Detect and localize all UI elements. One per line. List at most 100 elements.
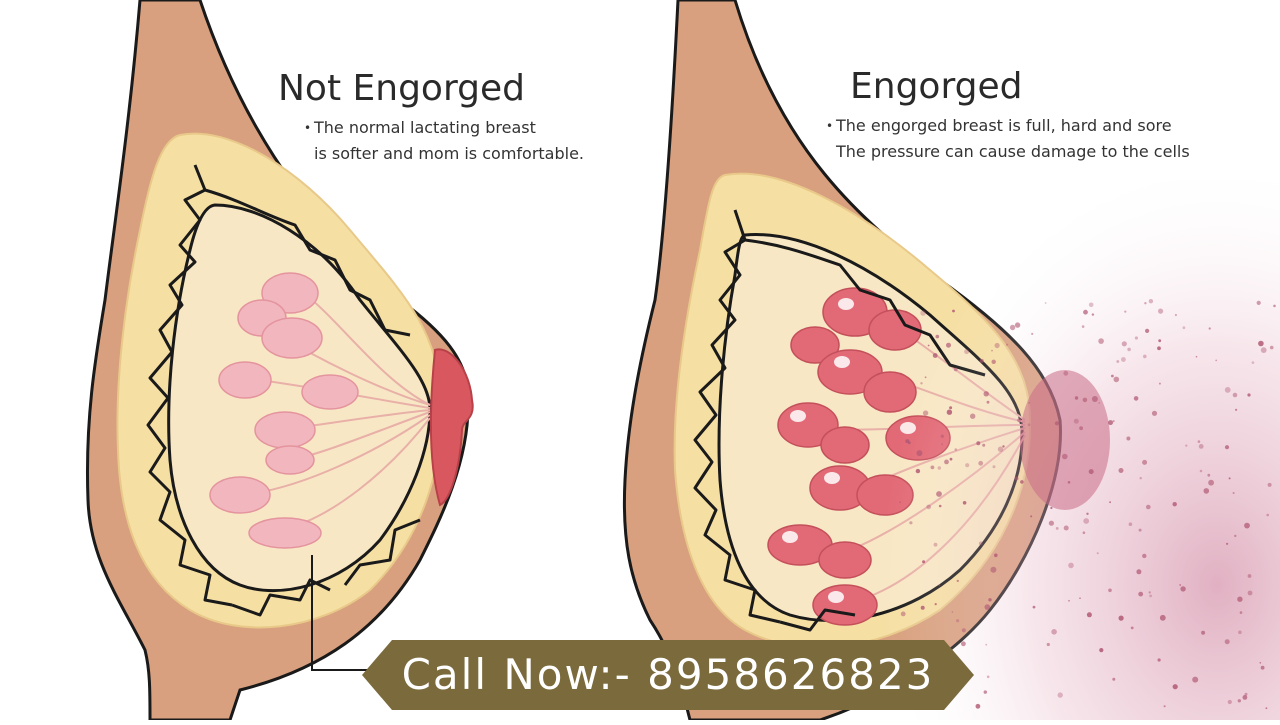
spray-particle — [1203, 488, 1210, 494]
spray-particle — [1157, 658, 1161, 662]
spray-particle — [1247, 590, 1253, 596]
spray-particle — [1146, 504, 1151, 510]
spray-particle — [1124, 310, 1127, 313]
spray-particle — [1260, 347, 1267, 353]
spray-particle — [1006, 343, 1009, 346]
spray-particle — [1239, 611, 1243, 614]
spray-particle — [1144, 302, 1147, 305]
spray-particle — [1244, 522, 1250, 529]
spray-particle — [1237, 699, 1242, 703]
description-line: The normal lactating breast — [314, 118, 536, 137]
spray-particle — [1098, 338, 1104, 344]
spray-particle — [1149, 594, 1152, 598]
spray-particle — [1197, 440, 1201, 443]
spray-particle — [1158, 382, 1161, 385]
spray-particle — [1067, 481, 1071, 484]
spray-particle — [982, 443, 986, 447]
spray-particle — [985, 643, 988, 646]
spray-particle — [1031, 332, 1034, 335]
spray-particle — [1130, 626, 1134, 630]
spray-particle — [1121, 341, 1127, 347]
spray-particle — [1251, 361, 1255, 364]
spray-particle — [1099, 648, 1104, 653]
spray-particle — [983, 391, 989, 397]
spray-particle — [956, 579, 959, 583]
spray-particle — [1208, 327, 1211, 330]
spray-particle — [927, 344, 930, 347]
spray-particle — [1224, 387, 1231, 393]
spray-particle — [1256, 300, 1261, 305]
left-lobules — [209, 272, 359, 549]
spray-particle — [899, 501, 901, 504]
spray-particle — [1109, 501, 1111, 504]
spray-particle — [932, 353, 938, 358]
spray-particles — [899, 299, 1276, 710]
spray-particle — [1265, 707, 1268, 710]
spray-particle — [1118, 468, 1124, 473]
spray-particle — [1138, 591, 1144, 597]
spray-particle — [964, 349, 970, 355]
spray-particle — [1139, 477, 1142, 480]
spray-particle — [936, 491, 942, 497]
spray-particle — [1046, 642, 1050, 647]
spray-particle — [1112, 420, 1115, 423]
spray-particle — [1207, 473, 1211, 477]
spray-particle — [1014, 476, 1019, 481]
spray-particle — [1128, 522, 1133, 526]
spray-particle — [1259, 662, 1262, 664]
spray-particle — [1185, 444, 1188, 447]
not-engorged-description: • The normal lactating breast is softer … — [304, 115, 584, 167]
spray-particle — [1142, 553, 1147, 559]
spray-particle — [1098, 402, 1101, 404]
spray-particle — [1121, 357, 1126, 362]
spray-particle — [1014, 322, 1021, 328]
spray-particle — [1157, 346, 1161, 351]
spray-particle — [1198, 444, 1204, 449]
spray-particle — [941, 443, 943, 446]
spray-particle — [978, 460, 984, 466]
spray-particle — [905, 439, 910, 444]
spray-particle — [951, 611, 954, 613]
spray-particle — [900, 611, 906, 617]
call-now-label[interactable]: Call Now:- 8958626823 — [401, 650, 935, 699]
spray-particle — [940, 434, 944, 438]
spray-particle — [1082, 397, 1088, 403]
spray-particle — [978, 541, 983, 546]
spray-particle — [1048, 520, 1054, 526]
spray-particle — [1086, 612, 1092, 618]
spray-particle — [1133, 396, 1139, 401]
spray-particle — [937, 466, 941, 470]
spray-particle — [938, 584, 941, 587]
spray-particle — [1238, 630, 1242, 635]
spray-particle — [1088, 302, 1094, 308]
spray-particle — [1062, 453, 1068, 460]
spray-particle — [920, 605, 925, 610]
call-now-banner[interactable]: Call Now:- 8958626823 — [362, 640, 974, 710]
spray-particle — [1063, 370, 1069, 376]
spray-particle — [1118, 615, 1124, 621]
spray-particle — [1273, 304, 1276, 308]
spray-particle — [1086, 512, 1089, 515]
spray-particle — [926, 504, 931, 510]
spray-particle — [1051, 629, 1057, 635]
spray-particle — [991, 359, 996, 364]
spray-particle — [949, 406, 953, 410]
spray-particle — [997, 446, 1004, 452]
spray-particle — [1138, 528, 1142, 532]
spray-particle — [1182, 326, 1186, 330]
spray-particle — [1159, 614, 1166, 621]
spray-particle — [1260, 665, 1265, 670]
spray-particle — [1074, 396, 1079, 400]
spray-particle — [962, 501, 967, 505]
spray-particle — [1050, 506, 1053, 510]
spray-particle — [1020, 480, 1024, 484]
spray-particle — [1112, 677, 1116, 681]
spray-particle — [1027, 423, 1031, 427]
spray-particle — [1134, 336, 1138, 340]
spray-particle — [934, 603, 937, 606]
spray-particle — [961, 641, 966, 647]
spray-particle — [1199, 469, 1203, 473]
bullet-icon: • — [304, 121, 312, 135]
spray-particle — [920, 382, 923, 385]
